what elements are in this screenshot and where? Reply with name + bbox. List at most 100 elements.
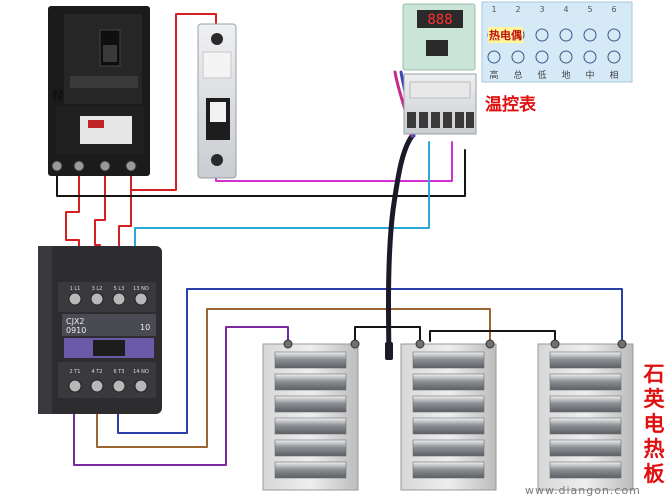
heater-2 bbox=[400, 339, 497, 491]
terminal-chart-column-label: 3 bbox=[539, 5, 544, 14]
terminal-chart-column-label: 6 bbox=[611, 5, 616, 14]
heater-label-char: 板 bbox=[643, 462, 665, 486]
contactor-top-terminal-label: 1 L1 bbox=[70, 286, 81, 292]
heater-3-terminal-left bbox=[550, 339, 560, 349]
contactor-top-terminal bbox=[90, 292, 104, 306]
terminal-chart-circle bbox=[607, 28, 621, 42]
mcb-bottom-screw bbox=[211, 154, 223, 166]
mcb-brand-plate bbox=[202, 51, 232, 79]
breaker-terminal-l3 bbox=[125, 160, 137, 172]
heater-fin bbox=[274, 439, 347, 457]
mcb-toggle bbox=[210, 102, 226, 122]
terminal-chart-bottom-label: 总 bbox=[513, 69, 522, 81]
heater-fin bbox=[549, 417, 622, 435]
temp-controller-label: 温控表 bbox=[485, 95, 536, 115]
heater-fin bbox=[412, 417, 485, 435]
terminal-chart-bottom-label: 中 bbox=[585, 69, 594, 81]
terminal-chart-column-label: 5 bbox=[587, 5, 592, 14]
heater-fin bbox=[412, 439, 485, 457]
contactor-model: CJX2 0910 bbox=[66, 317, 87, 335]
wire-blue-to-heater-3 bbox=[117, 288, 623, 434]
terminal-chart-circle bbox=[535, 50, 549, 64]
controller-setpoint-window bbox=[426, 40, 448, 56]
wire-cyan-controller-to-coil bbox=[134, 141, 430, 284]
breaker-terminal-n bbox=[51, 160, 63, 172]
heater-label-char: 热 bbox=[643, 437, 665, 461]
contactor-bottom-terminal-label: 4 T2 bbox=[91, 369, 102, 375]
contactor-bottom-terminal bbox=[112, 379, 126, 393]
terminal-chart-column-label: 1 bbox=[491, 5, 496, 14]
heater-fin bbox=[412, 395, 485, 413]
breaker-toggle-handle bbox=[103, 45, 117, 62]
contactor-top-terminal-label: 13 NO bbox=[133, 286, 149, 292]
terminal-chart-circle bbox=[511, 50, 525, 64]
heater-fin bbox=[412, 461, 485, 479]
contactor-bottom-terminal-label: 6 T3 bbox=[113, 369, 124, 375]
contactor-top-terminal bbox=[134, 292, 148, 306]
thermocouple-label: 热电偶 bbox=[488, 27, 523, 43]
terminal-chart-circle bbox=[583, 50, 597, 64]
heater-label-char: 石 bbox=[643, 362, 665, 386]
terminal-chart-columns: 1 2 3 4 5 6 bbox=[491, 5, 616, 14]
heater-label-char: 英 bbox=[643, 387, 665, 411]
terminal-chart-circle bbox=[607, 50, 621, 64]
terminal-chart-circle bbox=[559, 50, 573, 64]
contactor-bottom-terminal-label: 14 NO bbox=[133, 369, 149, 375]
heater-fin bbox=[549, 439, 622, 457]
miniature-circuit-breaker bbox=[197, 23, 237, 179]
heater-2-terminal-right bbox=[485, 339, 495, 349]
contactor-side-left bbox=[38, 246, 52, 414]
wire-magenta-mcb-to-controller bbox=[215, 141, 453, 182]
thermocouple-cable bbox=[385, 133, 415, 358]
wire-purple-to-heater-1 bbox=[73, 326, 289, 466]
heater-fin bbox=[549, 373, 622, 391]
controller-display: 888 bbox=[427, 12, 452, 28]
heater-label-char: 电 bbox=[643, 412, 665, 436]
temperature-controller: 888 bbox=[402, 3, 477, 135]
heater-1-terminal-left bbox=[283, 339, 293, 349]
terminal-chart-bottom-label: 地 bbox=[561, 69, 570, 81]
terminal-chart-circle bbox=[559, 28, 573, 42]
controller-terminals bbox=[407, 112, 474, 128]
breaker-bottom-terminals bbox=[51, 160, 137, 172]
heater-fin bbox=[412, 351, 485, 369]
leakage-label bbox=[80, 116, 132, 144]
contactor-bottom-terminal bbox=[90, 379, 104, 393]
contactor-top-terminal bbox=[112, 292, 126, 306]
heater-1-terminal-right bbox=[350, 339, 360, 349]
terminal-chart-circle bbox=[583, 28, 597, 42]
leakage-test-button bbox=[88, 120, 104, 128]
main-breaker bbox=[48, 6, 150, 176]
heater-2-terminal-left bbox=[415, 339, 425, 349]
wire-brown-to-heater-2 bbox=[96, 308, 491, 448]
thermocouple-probe bbox=[385, 342, 393, 360]
contactor-rating: 10 bbox=[140, 323, 151, 332]
terminal-chart-column-label: 4 bbox=[563, 5, 568, 14]
controller-label-strip bbox=[409, 81, 471, 99]
contactor-bottom-terminal-label: 2 T1 bbox=[69, 369, 80, 375]
heater-fin bbox=[274, 417, 347, 435]
terminal-chart-column-label: 2 bbox=[515, 5, 520, 14]
wire-black-heater-bridge-2 bbox=[429, 330, 556, 342]
breaker-terminal-l1 bbox=[73, 160, 85, 172]
contactor-bottom-terminals: 2 T1 4 T2 6 T3 14 NO bbox=[68, 369, 149, 393]
terminal-chart-circle bbox=[487, 50, 501, 64]
breaker-label-plate bbox=[70, 76, 138, 88]
terminal-chart-row-bottom: 高总低地中相 bbox=[489, 69, 618, 81]
contactor-top-terminal-label: 5 L3 bbox=[114, 286, 125, 292]
watermark: www.diangon.com bbox=[525, 484, 641, 497]
terminal-chart-bottom-label: 低 bbox=[537, 69, 546, 81]
heater-1 bbox=[262, 339, 360, 491]
heater-fin bbox=[274, 373, 347, 391]
terminal-chart-bottom-label: 相 bbox=[609, 69, 618, 81]
contactor-bottom-terminal bbox=[68, 379, 82, 393]
breaker-terminal-l2 bbox=[99, 160, 111, 172]
contactor-indicator bbox=[93, 340, 125, 356]
heater-3-terminal-right bbox=[617, 339, 627, 349]
heater-fin bbox=[549, 461, 622, 479]
heater-fin bbox=[549, 351, 622, 369]
controller-display-window bbox=[417, 10, 463, 28]
